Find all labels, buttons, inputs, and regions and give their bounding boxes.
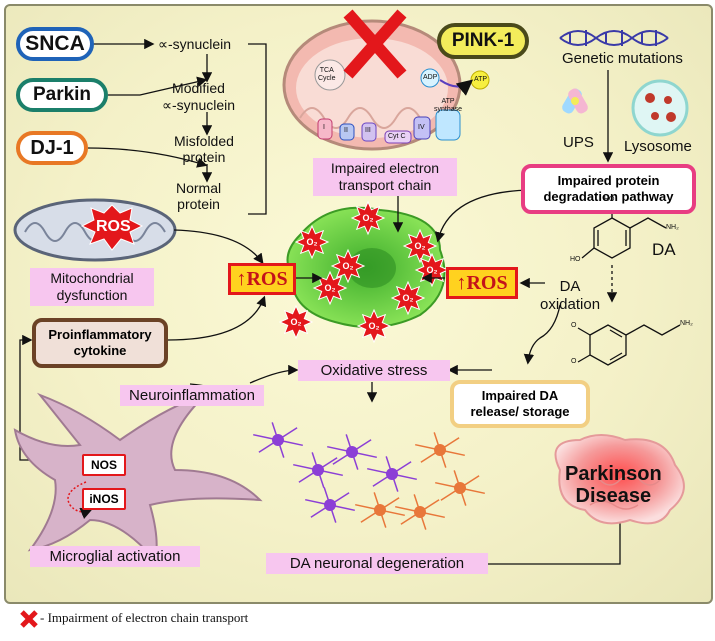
impaired-etc-label: Impaired electron transport chain (313, 158, 457, 196)
complex-iii-text: III (365, 127, 371, 134)
snca-pill: SNCA (16, 27, 94, 61)
inos-box: iNOS (82, 488, 126, 510)
nh2-bottom-text: NH₂ (680, 320, 693, 327)
neurons-illustration (253, 422, 485, 530)
neuron (395, 494, 445, 530)
legend-x-icon (20, 610, 38, 628)
inos-to-nos-arrow (67, 481, 93, 519)
proinflammatory-cytokine-box: Proinflammatory cytokine (32, 318, 168, 368)
o2-burst: O₂ (356, 308, 392, 344)
o2-label: O₂ (307, 237, 318, 247)
normal-protein-text: Normal protein (176, 180, 222, 212)
o-bottom-text: O (571, 358, 577, 365)
o2-burst: O₂ (390, 280, 426, 316)
ros-increase-left: ↑ROS (228, 263, 296, 295)
complex-iv-text: IV (418, 124, 425, 131)
a-synuclein-text: ∝-synuclein (158, 36, 232, 52)
o2-burst: O₂ (402, 228, 438, 264)
neuron (327, 434, 377, 470)
o2-label: O₂ (415, 241, 426, 251)
nos-box: NOS (82, 454, 126, 476)
o2-label: O₂ (325, 283, 336, 293)
o2-label: O₂ (369, 321, 380, 331)
legend-text: - Impairment of electron chain transport (40, 610, 249, 625)
o2-burst: O₂ (330, 248, 366, 284)
synuclein-chain-arrows (87, 38, 267, 215)
da-neuronal-degeneration-label: DA neuronal degeneration (266, 553, 488, 574)
modified-a-synuclein-text: Modified ∝-synuclein (162, 80, 236, 113)
microglia-cell (13, 392, 263, 563)
microglial-activation-label: Microglial activation (30, 546, 200, 567)
genetic-mutations-text: Genetic mutations (562, 50, 683, 67)
brain-icon (554, 434, 685, 525)
ros-increase-right: ↑ROS (446, 267, 518, 299)
o2-burst: O₂ (350, 200, 386, 236)
mitochondrial-dysfunction-label: Mitochondrial dysfunction (30, 268, 154, 306)
atp-synthase-text: ATP synthase (434, 98, 463, 113)
neuron (355, 492, 405, 528)
dopaquinone-structure (577, 324, 681, 366)
misfolded-protein-text: Misfolded protein (174, 133, 234, 165)
o-top-text: O (571, 322, 577, 329)
nh2-top-text: NH₂ (666, 224, 679, 231)
o2-burst: O₂ (294, 224, 330, 260)
pink1-pill: PINK-1 (437, 23, 529, 59)
lysosome-text: Lysosome (624, 138, 692, 155)
dopamine-structure (581, 206, 667, 259)
o2-label: O₂ (291, 317, 302, 327)
impaired-da-release-box: Impaired DA release/ storage (450, 380, 590, 428)
dna-helix-icon (559, 30, 669, 46)
o2-burst: O₂ (414, 252, 450, 288)
atp-text: ATP (474, 76, 488, 83)
oxidative-stress-label: Oxidative stress (298, 360, 450, 381)
o2-burst: O₂ (278, 304, 314, 340)
ups-icon (562, 88, 588, 114)
o2-label: O₂ (427, 265, 438, 275)
ho-bottom-text: HO (570, 256, 581, 263)
neuron (435, 470, 485, 506)
neuroinflammation-label: Neuroinflammation (120, 385, 264, 406)
neuron (415, 432, 465, 468)
o2-label: O₂ (363, 213, 374, 223)
neuron (293, 452, 343, 488)
o2-label: O₂ (343, 261, 354, 271)
ros-small-text: ROS (96, 218, 131, 235)
parkinson-disease-text: Parkinson Disease (565, 463, 662, 507)
parkin-pill: Parkin (16, 78, 108, 112)
cyt-c-text: Cyt C (388, 133, 406, 140)
neuron (253, 422, 303, 458)
tca-cycle-text: TCA Cycle (318, 67, 336, 82)
mitochondrion-inset (282, 19, 490, 151)
da-text: DA (652, 240, 676, 259)
ups-text: UPS (563, 134, 594, 151)
neuron (305, 487, 355, 523)
o2-burst: O₂ (312, 270, 348, 306)
o2-label: O₂ (403, 293, 414, 303)
da-oxidation-text: DA oxidation (540, 278, 601, 313)
dj1-pill: DJ-1 (16, 131, 88, 165)
ho-top-text: HO (604, 196, 615, 203)
complex-ii-text: II (344, 127, 348, 134)
complex-i-text: I (323, 124, 325, 131)
o2-bursts: O₂ O₂ O₂ O₂ O₂ O₂ O₂ O₂ O₂ (278, 200, 450, 344)
impaired-protein-degradation-box: Impaired protein degradation pathway (521, 164, 696, 214)
lysosome-icon (631, 79, 689, 137)
red-x-icon (343, 9, 407, 79)
ros-burst-small (80, 204, 144, 251)
neuron (367, 456, 417, 492)
adp-text: ADP (423, 74, 438, 81)
